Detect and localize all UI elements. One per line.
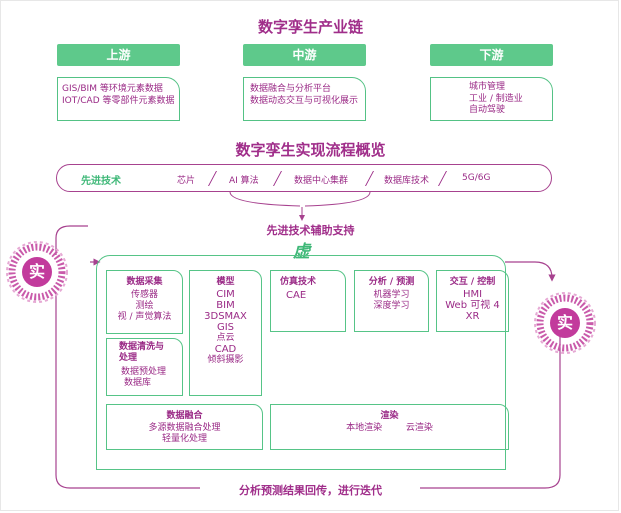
real-ring-left-outer	[6, 241, 68, 303]
tech-item: 数据中心集群	[294, 176, 349, 186]
feedback-title: 分析预测结果回传，进行迭代	[239, 484, 382, 497]
card-title: 数据采集	[126, 277, 163, 287]
card-simulation: 仿真技术 CAE	[270, 270, 346, 332]
card-item: 3DSMAX	[204, 311, 247, 322]
chain-head-downstream: 下游	[430, 44, 553, 66]
card-title: 交互 / 控制	[449, 277, 496, 287]
chain-line: 工业 / 制造业	[469, 93, 523, 104]
card-title: 数据清洗与处理	[119, 342, 165, 363]
card-title: 仿真技术	[280, 277, 317, 287]
card-item: 倾斜摄影	[207, 355, 244, 365]
arrow-right	[304, 191, 371, 207]
support-title: 先进技术辅助支持	[266, 224, 355, 237]
card-render: 渲染 本地渲染 云渲染	[270, 404, 509, 450]
card-item: XR	[465, 311, 480, 322]
card-item: 数据预处理	[121, 367, 167, 377]
card-interaction: 交互 / 控制 HMI Web 可视 4 XR	[436, 270, 509, 332]
process-title: 数字孪生实现流程概览	[235, 141, 386, 159]
card-item: BIM	[216, 300, 235, 311]
card-item: 测绘	[135, 301, 154, 311]
card-data-cleaning: 数据清洗与处理 数据预处理 数据库	[106, 338, 183, 396]
chain-box-downstream: 城市管理 工业 / 制造业 自动驾驶	[430, 77, 553, 121]
tech-item: 数据库技术	[384, 176, 430, 186]
chain-box-upstream: GIS/BIM 等环境元素数据 IOT/CAD 等零部件元素数据	[57, 77, 180, 121]
chain-line: IOT/CAD 等零部件元素数据	[62, 96, 175, 106]
card-data-collection: 数据采集 传感器 测绘 视 / 声觉算法	[106, 270, 183, 334]
tech-item: 5G/6G	[462, 173, 491, 183]
card-item: HMI	[462, 289, 483, 300]
loop-left	[55, 292, 200, 489]
virtual-container	[96, 255, 506, 470]
tech-label: 先进技术	[81, 176, 121, 187]
card-title: 数据融合	[166, 411, 203, 421]
card-item: 云渲染	[405, 423, 433, 433]
real-ring-right-outer	[534, 292, 596, 354]
chain-line: 数据动态交互与可视化展示	[250, 96, 359, 106]
virtual-label: 虚	[293, 242, 310, 262]
card-title: 分析 / 预测	[368, 277, 415, 287]
tech-bar: 先进技术 芯片 AI 算法 数据中心集群 数据库技术 5G/6G	[56, 164, 552, 192]
card-item: 深度学习	[373, 301, 410, 311]
tech-item: AI 算法	[229, 176, 259, 186]
card-item: 数据库	[124, 378, 152, 388]
card-item: 轻量化处理	[161, 434, 207, 444]
loop-right	[420, 322, 561, 489]
tech-item: 芯片	[177, 176, 196, 186]
card-item: CAD	[214, 344, 237, 355]
card-title: 渲染	[380, 411, 399, 421]
real-ring-left	[8, 243, 66, 301]
card-item: 传感器	[130, 290, 158, 300]
loop-top-left	[55, 225, 88, 255]
chain-head-midstream: 中游	[243, 44, 366, 66]
card-item: 视 / 声觉算法	[117, 312, 172, 322]
card-item: CAE	[286, 290, 307, 301]
loop-to-real-right	[505, 261, 556, 282]
chain-box-midstream: 数据融合与分析平台 数据动态交互与可视化展示	[243, 77, 366, 121]
card-item: 本地渲染	[346, 423, 383, 433]
real-label-right: 实	[550, 308, 580, 338]
chain-line: 城市管理	[469, 82, 506, 92]
card-data-fusion: 数据融合 多源数据融合处理 轻量化处理	[106, 404, 263, 450]
real-ring-right	[536, 294, 594, 352]
arrow-left	[229, 191, 301, 207]
card-item: 点云	[216, 333, 235, 343]
chain-line: 数据融合与分析平台	[250, 84, 332, 94]
card-item: CIM	[216, 289, 235, 300]
card-analysis: 分析 / 预测 机器学习 深度学习	[354, 270, 429, 332]
chain-line: GIS/BIM 等环境元素数据	[62, 84, 163, 94]
card-item: GIS	[216, 322, 235, 333]
card-title: 模型	[216, 277, 235, 287]
chain-head-upstream: 上游	[57, 44, 180, 66]
card-item: 多源数据融合处理	[148, 423, 221, 433]
card-item: Web 可视 4	[445, 300, 500, 311]
chain-line: 自动驾驶	[469, 105, 506, 115]
card-model: 模型 CIM BIM 3DSMAX GIS 点云 CAD 倾斜摄影	[189, 270, 262, 396]
card-item-row: 本地渲染 云渲染	[271, 423, 508, 434]
card-item: 机器学习	[373, 290, 410, 300]
chain-title: 数字孪生产业链	[257, 18, 363, 36]
real-label-left: 实	[22, 257, 52, 287]
